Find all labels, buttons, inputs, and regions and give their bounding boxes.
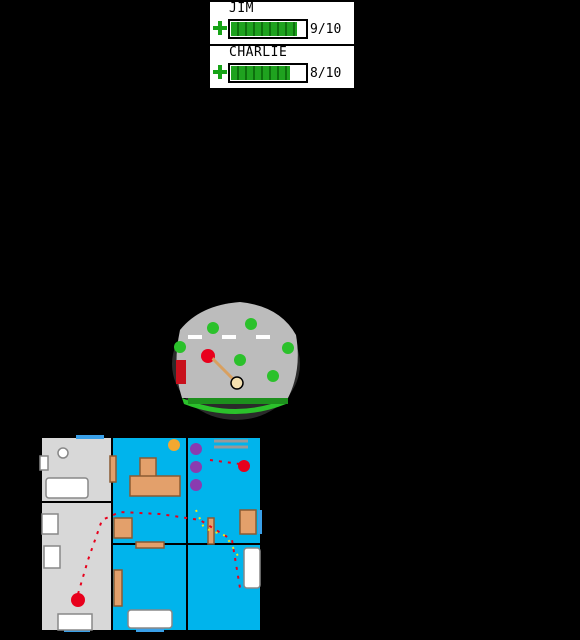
yellow-trail xyxy=(195,509,239,557)
blood-splatter xyxy=(71,354,250,607)
health-value: 9/10 xyxy=(310,22,342,37)
vent xyxy=(214,439,248,449)
house-map xyxy=(39,354,262,632)
health-plus-icon xyxy=(213,65,227,79)
floating-island xyxy=(172,302,300,420)
bathroom-fixtures xyxy=(39,447,261,631)
health-bar xyxy=(228,63,308,83)
player-name: CHARLIE xyxy=(229,45,288,60)
health-bar xyxy=(228,19,308,39)
health-plus-icon xyxy=(213,21,227,35)
player-hud-jim: JIM 9/10 xyxy=(210,2,354,44)
bushes xyxy=(174,318,294,382)
purple-plants xyxy=(190,443,202,491)
health-value: 8/10 xyxy=(310,66,342,81)
health-bar-fill xyxy=(231,22,298,36)
blood-trail xyxy=(77,459,241,595)
furniture xyxy=(109,455,257,607)
coin-icon xyxy=(168,439,180,451)
health-bar-fill xyxy=(231,66,290,80)
player-hud-charlie: CHARLIE 8/10 xyxy=(210,46,354,88)
player-name: JIM xyxy=(229,1,254,16)
